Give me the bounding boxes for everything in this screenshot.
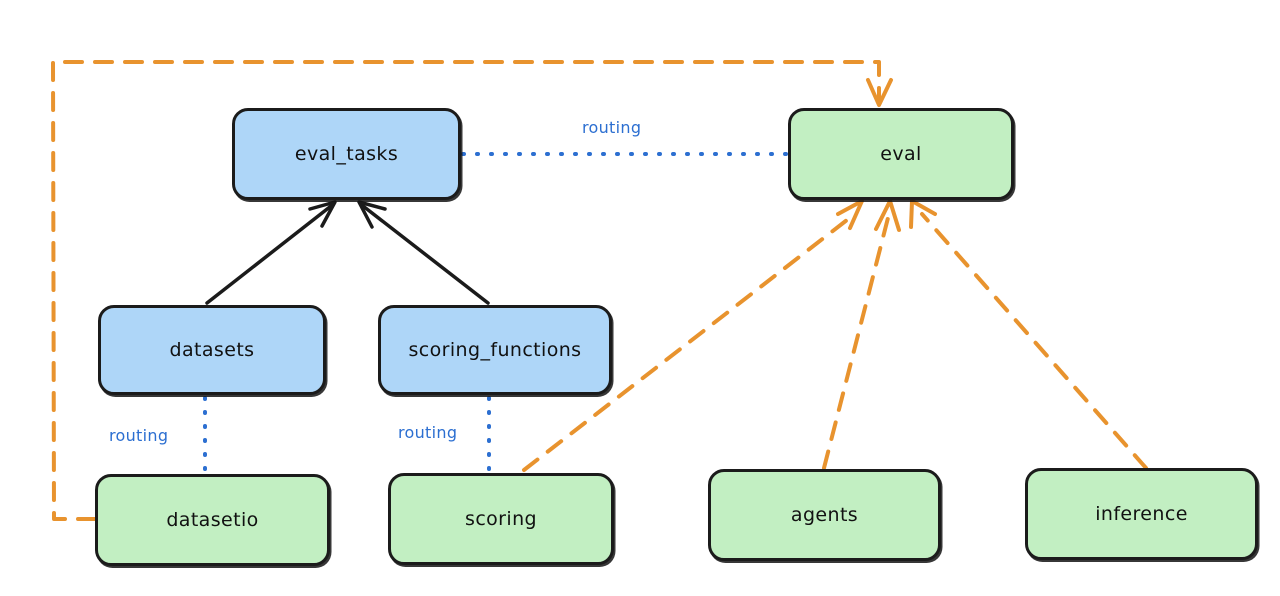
edge-agents-to-eval [822,212,891,470]
edge-datasets-to-eval_tasks-arrowhead [308,200,337,228]
node-eval[interactable]: eval [788,108,1014,200]
node-eval-tasks[interactable]: eval_tasks [232,108,461,200]
edge-scoring-to-eval [522,211,858,472]
node-scoring[interactable]: scoring [388,473,614,565]
node-inference-label: inference [1095,502,1188,525]
edge-inference-to-eval-arrowhead [909,199,937,229]
node-inference[interactable]: inference [1025,468,1258,560]
node-eval-tasks-label: eval_tasks [294,142,399,165]
node-datasetio-label: datasetio [166,508,259,531]
edge-agents-to-eval-arrowhead [874,199,901,232]
edge-scoring_functions-to-eval_tasks-arrowhead [357,200,387,229]
node-eval-label: eval [880,142,922,165]
node-agents-label: agents [790,503,859,526]
edge-datasetio-to-eval [51,60,881,521]
node-agents[interactable]: agents [708,469,941,561]
node-scoring-functions-label: scoring_functions [408,338,582,361]
node-scoring-functions[interactable]: scoring_functions [378,305,612,395]
edge-inference-to-eval [920,212,1148,470]
edge-scoring-to-eval-arrowhead [836,199,864,230]
node-datasets-label: datasets [169,338,255,361]
node-datasets[interactable]: datasets [98,305,326,395]
node-datasetio[interactable]: datasetio [95,474,330,566]
edge-scoring_functions-to-eval_tasks [361,204,490,305]
edge-datasetio-to-eval-arrowhead [866,78,893,107]
edge-label-routing-datasets-datasetio: routing [109,426,169,445]
node-scoring-label: scoring [465,507,537,530]
edge-label-routing-eval-tasks-eval: routing [582,118,642,137]
edge-label-routing-scoring-functions-scoring: routing [398,423,458,442]
edge-datasets-to-eval_tasks [205,204,333,305]
